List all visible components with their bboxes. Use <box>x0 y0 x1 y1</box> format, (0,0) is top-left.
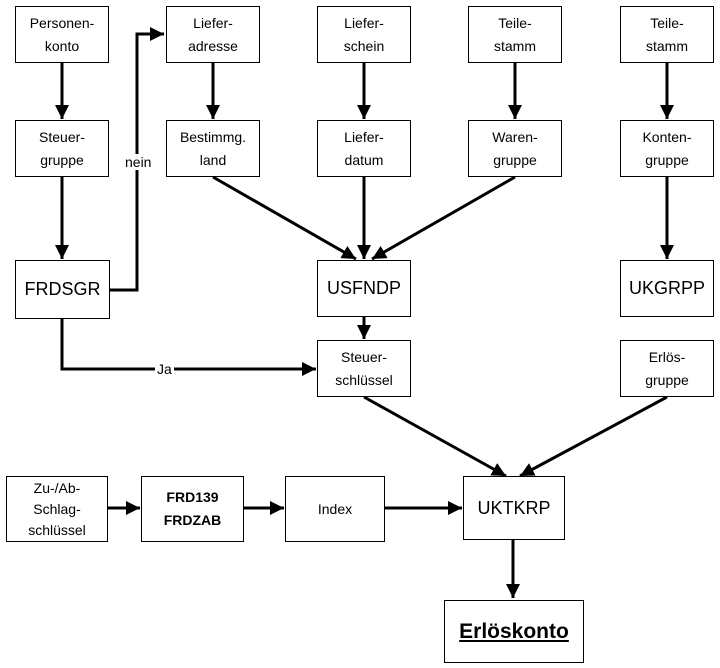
box-lieferadresse: Liefer- adresse <box>166 6 260 63</box>
box-ukgrpp: UKGRPP <box>620 260 714 317</box>
box-erloesgruppe: Erlös- gruppe <box>620 340 714 397</box>
box-teilestamm: Teile- stamm <box>468 6 562 63</box>
box-teilestamm-2: Teile- stamm <box>620 6 714 63</box>
arrow-steuerschluessel-uktkrp <box>363 395 507 478</box>
box-frdsgr: FRDSGR <box>15 260 110 319</box>
box-personenkonto: Personen- konto <box>15 6 109 63</box>
box-steuerschluessel: Steuer- schlüssel <box>317 340 411 397</box>
box-index: Index <box>285 476 385 542</box>
arrow-frdsgr-steuerschluessel <box>60 319 316 376</box>
label-nein: nein <box>123 154 154 170</box>
label-ja: Ja <box>155 361 174 377</box>
box-bestimmungsland: Bestimmg. land <box>166 120 260 177</box>
box-warengruppe: Waren- gruppe <box>468 120 562 177</box>
box-lieferschein: Liefer- schein <box>317 6 411 63</box>
box-kontengruppe: Konten- gruppe <box>620 120 714 177</box>
arrow-erloesgruppe-uktkrp <box>519 395 668 478</box>
arrow-warengruppe-usfndp <box>371 175 516 261</box>
box-lieferdatum: Liefer- datum <box>317 120 411 177</box>
box-erloeskonto: Erlöskonto <box>444 600 584 663</box>
box-uktkrp: UKTKRP <box>463 476 565 540</box>
arrow-bestimmungsland-usfndp <box>212 175 357 261</box>
box-usfndp: USFNDP <box>317 260 411 317</box>
box-steuergruppe: Steuer- gruppe <box>15 120 109 177</box>
box-frd139-frdzab: FRD139 FRDZAB <box>141 476 244 542</box>
box-zuabschlag-schluessel: Zu-/Ab- Schlag- schlüssel <box>6 476 108 542</box>
